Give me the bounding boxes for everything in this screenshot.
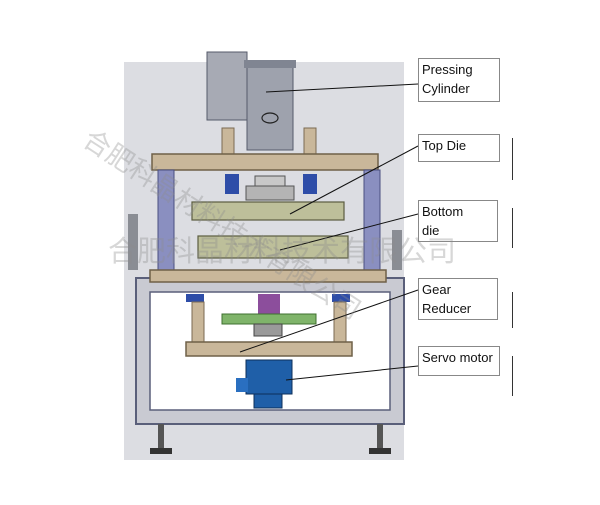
bottom-die-label: Bottom die [418,200,498,242]
left-column [157,169,175,273]
guide-block-left [225,174,239,194]
right-column [363,169,381,273]
servo-motor-label-text: Servo motor [422,350,493,365]
gear-reducer [185,301,353,357]
pressing-cylinder-label: Pressing Cylinder [418,58,500,102]
lower-guide-block-left [186,294,204,302]
bottom-die-bracket [506,208,513,248]
tie-rod-left [221,127,235,155]
gear-reducer-label-line2: Reducer [422,301,472,316]
left-side-bracket [128,214,138,270]
right-foot [369,424,391,454]
gear-reducer-bracket [506,292,513,328]
top-die-bracket [506,138,513,180]
purple-coupling [258,294,280,314]
servo-motor-bracket [506,356,513,396]
guide-block-right [303,174,317,194]
top-die [191,201,345,221]
base-plate [149,269,387,283]
servo-motor-label: Servo motor [418,346,500,376]
pressing-cylinder [206,51,296,151]
bottom-die-label-line1: Bottom [422,204,464,219]
tie-rod-right [303,127,317,155]
right-side-bracket [392,230,402,270]
bottom-die [197,235,349,259]
top-die-label-text: Top Die [422,138,467,153]
left-foot [150,424,172,454]
punch-head [245,175,295,201]
bottom-die-label-line2: die [422,223,440,238]
pressing-cylinder-label-line2: Cylinder [422,81,470,96]
pressing-cylinder-label-line1: Pressing [422,62,473,77]
top-plate [151,153,379,171]
servo-motor [236,359,293,409]
leader-lines [239,83,419,381]
lower-guide-block-right [332,294,350,302]
gear-reducer-label: Gear Reducer [418,278,498,320]
top-die-label: Top Die [418,134,500,162]
gear-reducer-label-line1: Gear [422,282,451,297]
